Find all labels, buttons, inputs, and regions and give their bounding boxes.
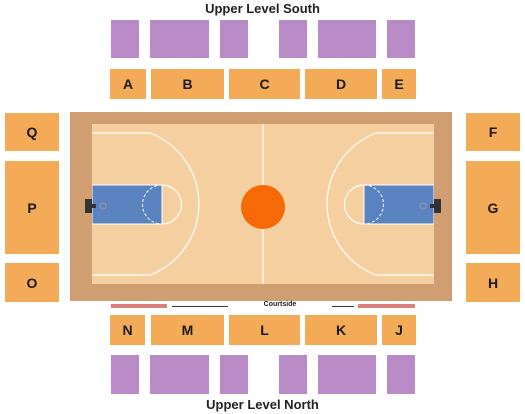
upper-north-block-2[interactable]: [150, 355, 209, 394]
section-h[interactable]: H: [466, 263, 520, 302]
backboard-left-icon: [85, 199, 92, 213]
upper-south-block-4[interactable]: [279, 20, 307, 58]
section-l[interactable]: L: [229, 315, 300, 345]
center-circle: [241, 185, 285, 229]
free-throw-arc-left: [161, 184, 183, 225]
free-throw-arc-left-dashed: [142, 184, 163, 225]
backboard-right-icon: [434, 199, 441, 213]
upper-south-block-1[interactable]: [111, 20, 139, 58]
section-e[interactable]: E: [382, 69, 416, 99]
free-throw-arc-right: [343, 184, 365, 225]
three-point-arc-left: [92, 132, 200, 276]
upper-north-block-5[interactable]: [318, 355, 376, 394]
courtside-seating-right[interactable]: [358, 304, 415, 308]
courtside-seating-left[interactable]: [111, 304, 167, 308]
section-b[interactable]: B: [151, 69, 224, 99]
section-j[interactable]: J: [382, 315, 416, 345]
upper-south-block-5[interactable]: [318, 20, 376, 58]
upper-level-south-label: Upper Level South: [205, 1, 320, 16]
paint-left: [92, 184, 163, 225]
section-c[interactable]: C: [229, 69, 300, 99]
upper-south-block-2[interactable]: [150, 20, 209, 58]
upper-north-block-6[interactable]: [387, 355, 415, 394]
section-k[interactable]: K: [305, 315, 377, 345]
section-d[interactable]: D: [305, 69, 377, 99]
upper-north-block-3[interactable]: [220, 355, 248, 394]
section-g[interactable]: G: [466, 161, 520, 254]
hoop-right-icon: [419, 202, 427, 210]
paint-right: [363, 184, 434, 225]
hoop-mount-left-icon: [92, 204, 96, 208]
upper-south-block-3[interactable]: [220, 20, 248, 58]
section-q[interactable]: Q: [5, 113, 59, 151]
section-p[interactable]: P: [5, 161, 59, 254]
section-a[interactable]: A: [110, 69, 146, 99]
free-throw-arc-right-dashed: [363, 184, 384, 225]
hoop-mount-right-icon: [430, 204, 434, 208]
upper-north-block-4[interactable]: [279, 355, 307, 394]
three-point-arc-right: [326, 132, 434, 276]
section-o[interactable]: O: [5, 263, 59, 302]
upper-north-block-1[interactable]: [111, 355, 139, 394]
section-n[interactable]: N: [110, 315, 145, 345]
upper-south-block-6[interactable]: [387, 20, 415, 58]
basketball-court: [92, 124, 434, 284]
section-f[interactable]: F: [466, 113, 520, 151]
hoop-left-icon: [99, 202, 107, 210]
courtside-label: Courtside: [228, 301, 332, 308]
upper-level-north-label: Upper Level North: [206, 397, 319, 412]
section-m[interactable]: M: [151, 315, 224, 345]
